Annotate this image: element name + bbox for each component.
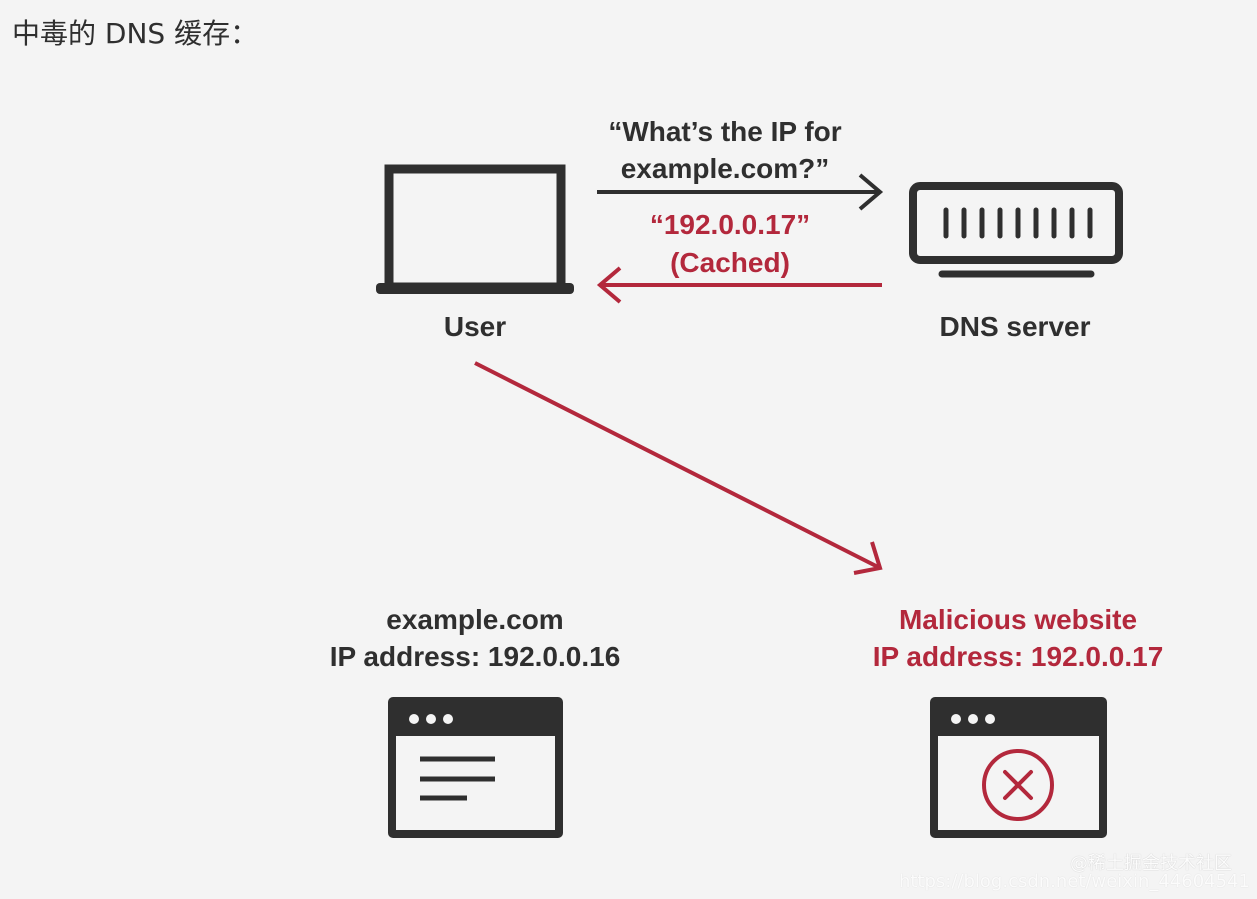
watermark-url: https://blog.csdn.net/weixin_44604541 xyxy=(898,871,1250,892)
dns-server-label: DNS server xyxy=(939,311,1091,342)
query-arrow xyxy=(597,173,884,211)
browser-window-icon xyxy=(388,697,563,838)
cached-response-label: “192.0.0.17” (Cached) xyxy=(590,206,870,282)
malicious-site-label: Malicious website IP address: 192.0.0.17 xyxy=(818,601,1218,675)
dns-query-line-2: example.com?” xyxy=(620,153,830,184)
watermark-brand: @稀土掘金技术社区 xyxy=(1070,853,1232,874)
legit-site-name: example.com xyxy=(386,604,564,635)
error-x-icon xyxy=(982,749,1054,821)
malicious-site-name: Malicious website xyxy=(898,604,1138,635)
cached-response-line-2: (Cached) xyxy=(670,247,790,278)
user-label: User xyxy=(443,311,507,342)
malicious-site-ip: IP address: 192.0.0.17 xyxy=(872,641,1164,672)
legit-site-ip: IP address: 192.0.0.16 xyxy=(329,641,621,672)
laptop-icon xyxy=(376,164,574,294)
cached-response-line-1: “192.0.0.17” xyxy=(649,209,811,240)
cached-response-arrow xyxy=(596,266,882,304)
page-title: 中毒的 DNS 缓存： xyxy=(12,17,259,50)
malicious-window-icon xyxy=(930,697,1107,838)
dns-query-label: “What’s the IP for example.com?” xyxy=(560,113,890,187)
redirect-arrow xyxy=(474,361,883,575)
dns-query-line-1: “What’s the IP for xyxy=(608,116,842,147)
server-icon xyxy=(909,182,1123,278)
legit-site-label: example.com IP address: 192.0.0.16 xyxy=(275,601,675,675)
